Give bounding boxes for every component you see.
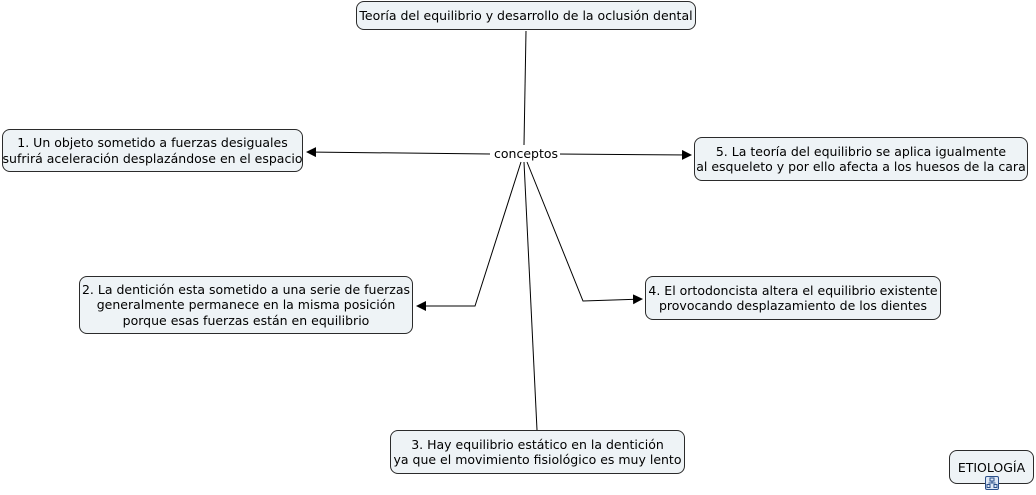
concept-node-4-line-2: provocando desplazamiento de los dientes xyxy=(658,298,928,313)
concept-node-5[interactable]: 5. La teoría del equilibrio se aplica ig… xyxy=(694,137,1028,181)
connector-root xyxy=(523,30,527,146)
connector-n4 xyxy=(526,161,643,305)
concept-node-1[interactable]: 1. Un objeto sometido a fuerzas desigual… xyxy=(2,129,303,172)
concept-node-3-line-2: ya que el movimiento fisiológico es muy … xyxy=(393,452,682,467)
concept-node-5-line-1: 5. La teoría del equilibrio se aplica ig… xyxy=(715,143,1007,159)
concept-node-2-line-2: generalmente permanece en la misma posic… xyxy=(96,297,396,313)
concept-node-3-line-1: 3. Hay equilibrio estático en la dentici… xyxy=(411,436,664,452)
connector-n3 xyxy=(523,161,538,431)
concept-node-4-line-1: 4. El ortodoncista altera el equilibrio … xyxy=(648,282,938,298)
concept-node-5-line-2: al esqueleto y por ello afecta a los hue… xyxy=(696,159,1026,174)
concept-node-3[interactable]: 3. Hay equilibrio estático en la dentici… xyxy=(390,430,685,474)
root-concept[interactable]: Teoría del equilibrio y desarrollo de la… xyxy=(356,1,696,30)
connector-n2 xyxy=(416,161,522,311)
concept-node-1-line-1: 1. Un objeto sometido a fuerzas desigual… xyxy=(17,135,288,150)
concept-map-resource-icon[interactable] xyxy=(985,476,999,490)
concept-node-4[interactable]: 4. El ortodoncista altera el equilibrio … xyxy=(645,276,941,320)
linking-phrase: conceptos xyxy=(492,146,561,161)
root-concept-label: Teoría del equilibrio y desarrollo de la… xyxy=(359,7,693,23)
connector-n5 xyxy=(556,149,692,160)
concept-node-1-line-2: sufrirá aceleración desplazándose en el … xyxy=(2,150,303,166)
connector-n1 xyxy=(306,147,491,158)
etiologia-label: ETIOLOGÍA xyxy=(957,460,1026,475)
concept-node-2[interactable]: 2. La dentición esta sometido a una seri… xyxy=(79,276,413,334)
concept-node-2-line-3: porque esas fuerzas están en equilibrio xyxy=(122,312,370,328)
concept-node-2-line-1: 2. La dentición esta sometido a una seri… xyxy=(81,281,411,297)
